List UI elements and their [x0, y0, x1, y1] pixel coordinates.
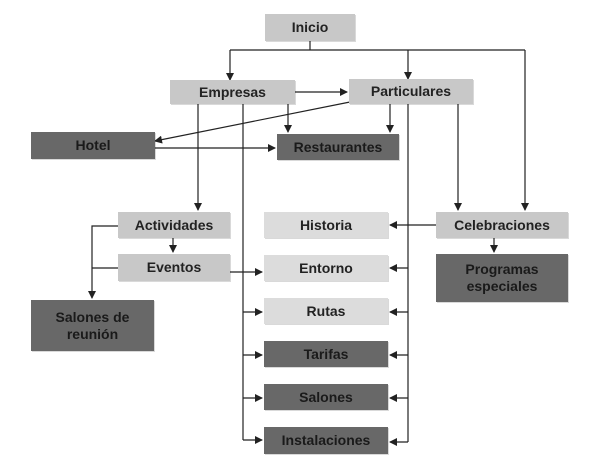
node-actividades: Actividades	[118, 212, 230, 238]
node-inicio: Inicio	[265, 14, 355, 41]
node-salones: Salones	[264, 384, 388, 410]
node-historia: Historia	[264, 212, 388, 238]
node-hotel: Hotel	[31, 132, 155, 159]
node-rutas: Rutas	[264, 298, 388, 324]
node-restaurantes: Restaurantes	[277, 134, 399, 160]
node-salones-de-reunion: Salones de reunión	[31, 300, 154, 351]
node-eventos: Eventos	[118, 254, 230, 281]
node-particulares: Particulares	[349, 79, 473, 104]
node-empresas: Empresas	[170, 80, 295, 104]
node-instalaciones: Instalaciones	[264, 427, 388, 454]
node-celebraciones: Celebraciones	[436, 212, 568, 238]
node-entorno: Entorno	[264, 255, 388, 281]
node-tarifas: Tarifas	[264, 341, 388, 367]
node-programas-especiales: Programas especiales	[436, 254, 568, 302]
